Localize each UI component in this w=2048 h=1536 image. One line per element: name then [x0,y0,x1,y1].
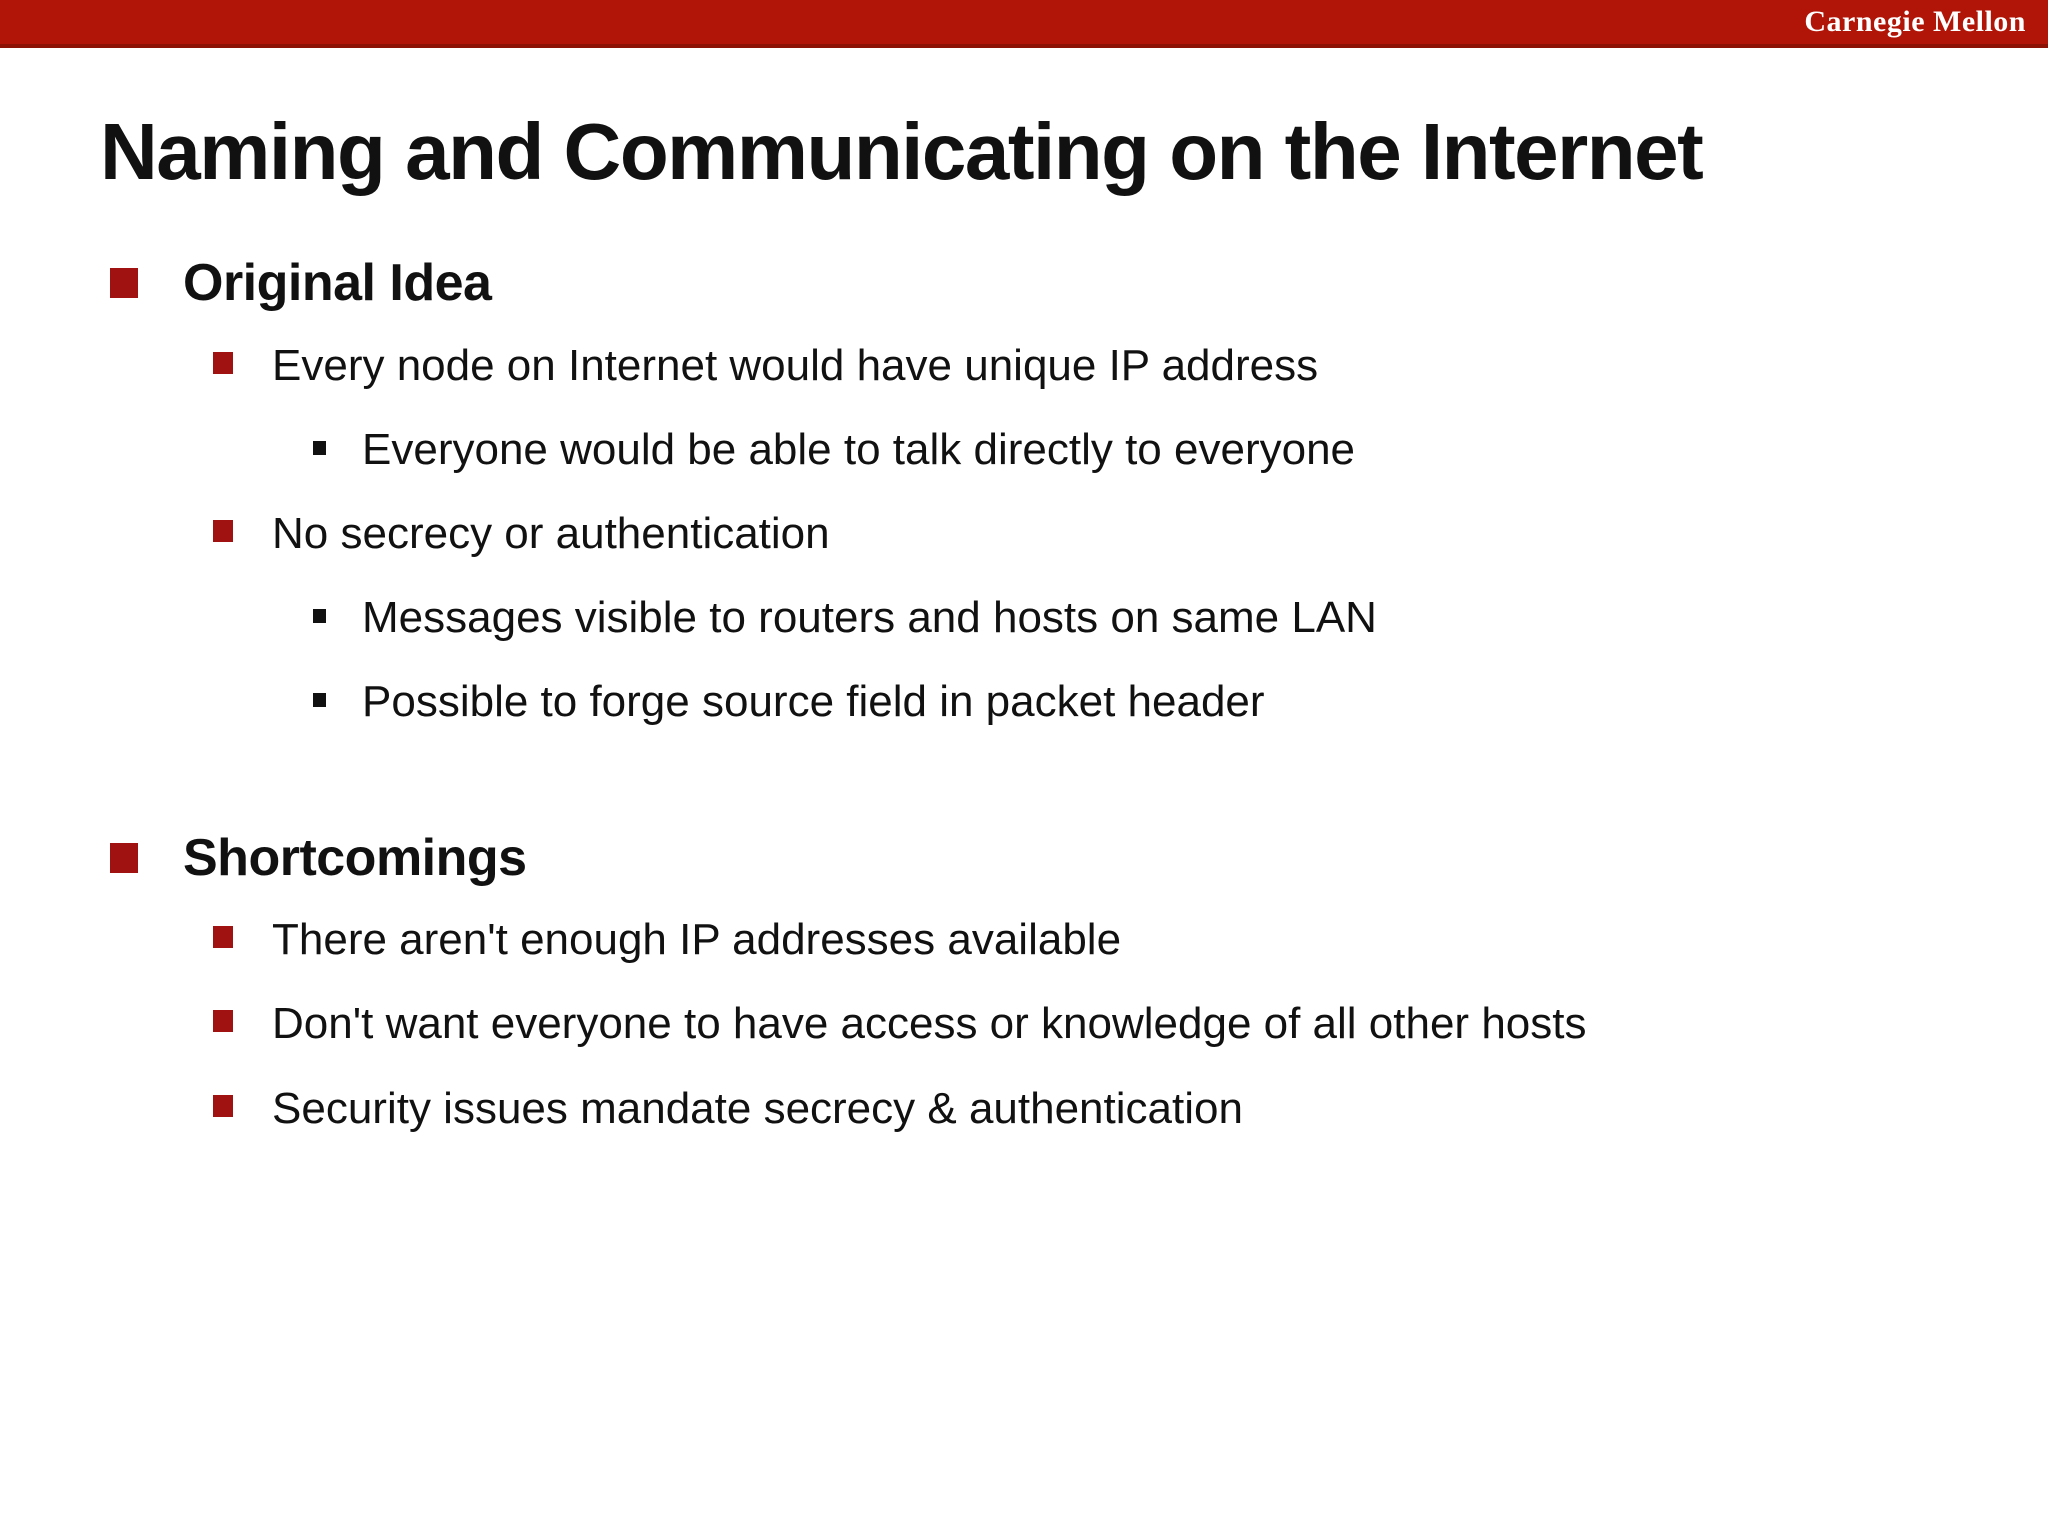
heading-row: Original Idea [110,256,2008,311]
black-square-bullet-icon [313,440,326,455]
list-item-text: Every node on Internet would have unique… [272,340,1319,390]
list-item-text: There aren't enough IP addresses availab… [272,915,1122,965]
list-item-text: Everyone would be able to talk directly … [362,424,1356,474]
slide: Naming and Communicating on the Internet… [0,48,2048,1132]
list-item-text: No secrecy or authentication [272,508,830,558]
heading-row: Shortcomings [110,828,2008,887]
list-item: No secrecy or authentication [213,508,2008,558]
list-item-text: Security issues mandate secrecy & authen… [272,1083,1243,1133]
list-item: Security issues mandate secrecy & authen… [213,1083,2008,1133]
list-subitem: Messages visible to routers and hosts on… [313,593,2008,643]
list-subitem: Possible to forge source field in packet… [313,679,2008,725]
red-square-bullet-icon [213,926,233,949]
list-item-text: Messages visible to routers and hosts on… [362,593,1377,643]
red-square-bullet-icon [213,1010,233,1033]
red-square-bullet-icon [110,268,138,299]
red-square-bullet-icon [213,1094,233,1117]
red-square-bullet-icon [110,842,138,873]
section-original-idea: Original Idea Every node on Internet wou… [100,256,2008,726]
page-title: Naming and Communicating on the Internet [100,107,1704,196]
black-square-bullet-icon [313,693,326,708]
section-heading: Original Idea [183,254,492,312]
list-item: There aren't enough IP addresses availab… [213,915,2008,965]
list-item: Don't want everyone to have access or kn… [213,1001,2008,1047]
list-subitem: Everyone would be able to talk directly … [313,424,2008,474]
list-item-text: Possible to forge source field in packet… [362,677,1265,727]
brand-logo: Carnegie Mellon [1804,5,2026,38]
section-shortcomings: Shortcomings There aren't enough IP addr… [100,828,2008,1133]
list-item: Every node on Internet would have unique… [213,340,2008,390]
top-bar: Carnegie Mellon [0,0,2048,48]
red-square-bullet-icon [213,520,233,543]
section-heading: Shortcomings [183,828,527,887]
list-item-text: Don't want everyone to have access or kn… [272,999,1587,1049]
red-square-bullet-icon [213,351,233,374]
black-square-bullet-icon [313,609,326,624]
